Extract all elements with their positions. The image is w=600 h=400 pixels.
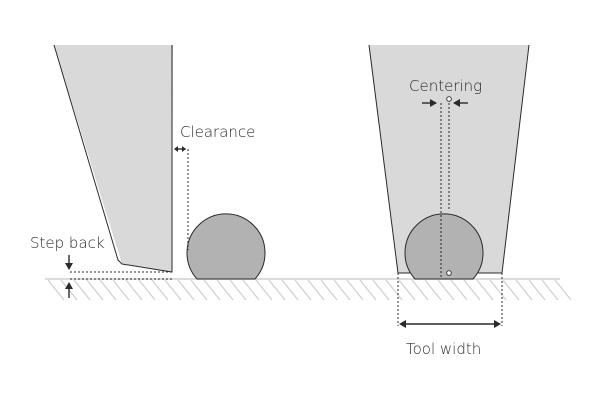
clearance-label: Clearance xyxy=(180,123,255,141)
right-panel: Centering Tool width xyxy=(368,44,530,358)
tool-width-label: Tool width xyxy=(406,340,481,358)
left-tool-outline xyxy=(53,44,173,273)
hatch-stroke xyxy=(424,279,442,301)
hatch-stroke xyxy=(177,279,195,301)
hatch-stroke xyxy=(320,279,338,301)
clearance-arrowheads xyxy=(174,146,186,152)
hatch-stroke xyxy=(554,279,572,301)
hatch-stroke xyxy=(151,279,169,301)
hatch-stroke xyxy=(73,279,91,301)
hatch-stroke xyxy=(372,279,390,301)
ground-hatch xyxy=(47,279,572,301)
tool-center-point xyxy=(446,96,452,102)
hatch-stroke xyxy=(411,279,429,301)
hatch-stroke xyxy=(502,279,520,301)
hatch-stroke xyxy=(86,279,104,301)
hatch-stroke xyxy=(229,279,247,301)
hatch-stroke xyxy=(164,279,182,301)
right-tool-left-edge xyxy=(368,44,399,274)
hatch-stroke xyxy=(489,279,507,301)
hatch-stroke xyxy=(476,279,494,301)
hatch-stroke xyxy=(528,279,546,301)
hatch-stroke xyxy=(138,279,156,301)
hatch-stroke xyxy=(437,279,455,301)
left-part xyxy=(186,213,266,280)
hatch-stroke xyxy=(268,279,286,301)
hatch-stroke xyxy=(255,279,273,301)
hatch-stroke xyxy=(450,279,468,301)
hatch-stroke xyxy=(515,279,533,301)
hatch-stroke xyxy=(359,279,377,301)
hatch-stroke xyxy=(541,279,559,301)
left-panel: Clearance Step back xyxy=(30,44,266,298)
centering-label: Centering xyxy=(409,77,482,95)
hatch-stroke xyxy=(281,279,299,301)
hatch-stroke xyxy=(463,279,481,301)
step-back-label: Step back xyxy=(30,234,105,252)
hatch-stroke xyxy=(385,279,403,301)
hatch-stroke xyxy=(216,279,234,301)
hatch-stroke xyxy=(125,279,143,301)
hatch-stroke xyxy=(307,279,325,301)
hatch-stroke xyxy=(112,279,130,301)
right-tool-right-edge xyxy=(501,44,530,274)
part-center-point xyxy=(446,270,452,276)
hatch-stroke xyxy=(190,279,208,301)
hatch-stroke xyxy=(203,279,221,301)
left-tool xyxy=(54,45,173,272)
hatch-stroke xyxy=(47,279,65,301)
hatch-stroke xyxy=(333,279,351,301)
hatch-stroke xyxy=(346,279,364,301)
right-part xyxy=(404,213,484,280)
hatch-stroke xyxy=(398,279,416,301)
clearance-dashed-guide xyxy=(184,148,189,250)
hatch-stroke xyxy=(242,279,260,301)
hatch-stroke xyxy=(294,279,312,301)
ground xyxy=(45,278,572,301)
hatch-stroke xyxy=(99,279,117,301)
